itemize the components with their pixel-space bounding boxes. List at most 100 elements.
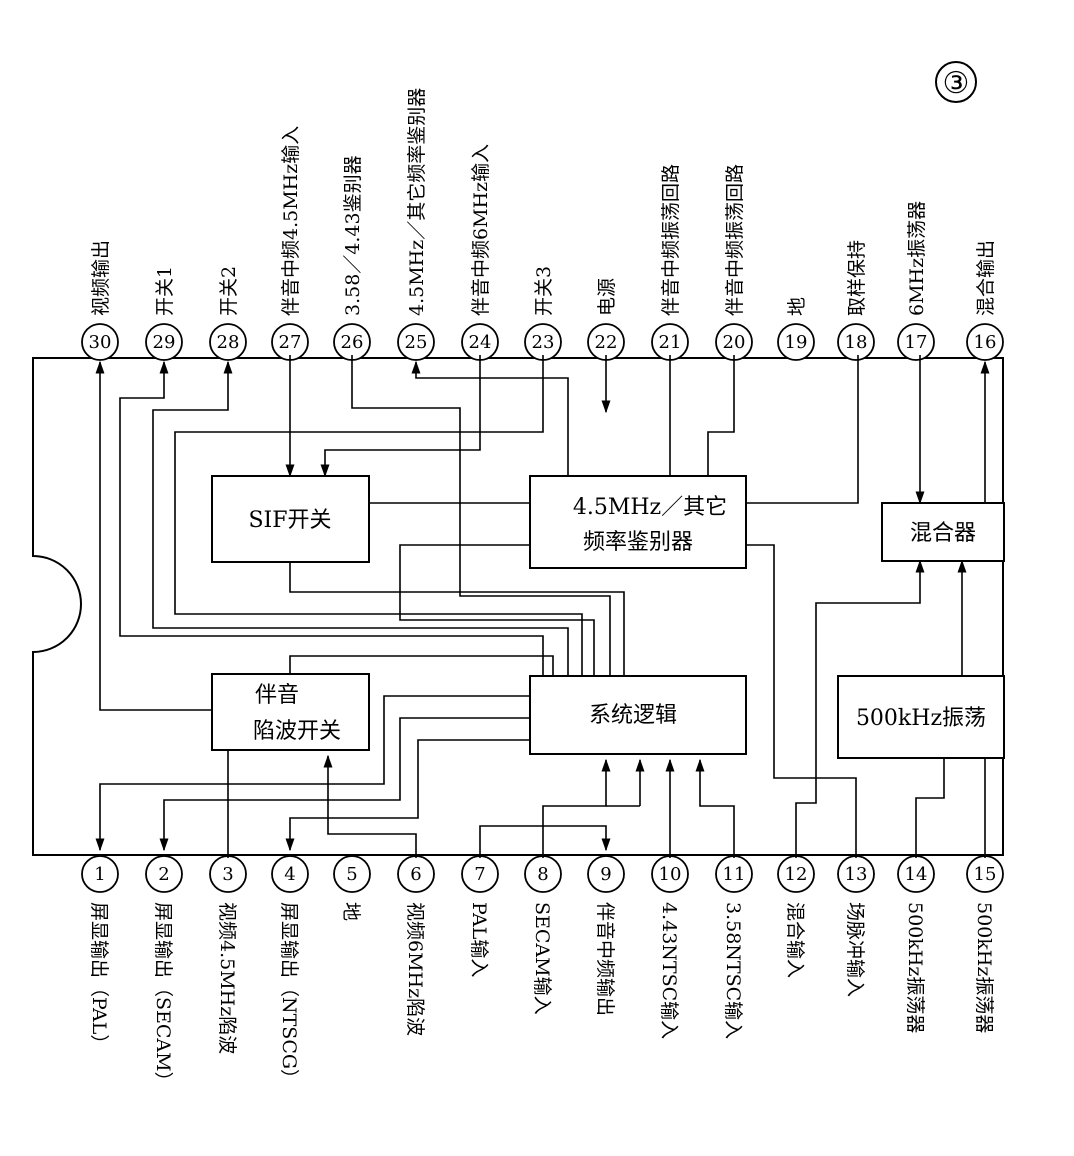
- pin-circle: [966, 323, 1004, 361]
- pin-label: 地: [786, 297, 808, 316]
- pin-label: SECAM输入: [531, 902, 553, 1015]
- pin-label: 伴音中频振荡回路: [660, 164, 682, 316]
- pin-circle: [837, 323, 875, 361]
- pin-label: 开关3: [533, 266, 555, 316]
- pin-12: 12 混合输入: [777, 855, 815, 978]
- pin-circle: [81, 323, 119, 361]
- pin-label: 伴音中频4.5MHz输入: [280, 126, 302, 316]
- pin-27: 27 伴音中频4.5MHz输入: [271, 126, 309, 361]
- pin-number: 25: [405, 332, 428, 353]
- pin-label: 取样保持: [846, 240, 868, 316]
- pin-number: 11: [723, 864, 746, 885]
- pin-circle: [897, 323, 935, 361]
- pin-label: 屏显输出（NTSCG）: [278, 902, 300, 1088]
- pin-label: 3.58／4.43鉴别器: [342, 155, 364, 316]
- discriminator-label-line1: 4.5MHz／其它: [573, 495, 727, 520]
- pin-number: 30: [89, 332, 112, 353]
- pin-circle: [209, 323, 247, 361]
- pin-number: 6: [410, 864, 421, 885]
- pin-label: 地: [340, 902, 362, 921]
- pin-24: 24 伴音中频6MHz输入: [461, 144, 499, 361]
- pin-number: 12: [785, 864, 808, 885]
- pin-number: 24: [469, 332, 492, 353]
- pin-19: 19 地: [777, 297, 815, 361]
- ic-package-outline: [32, 357, 1004, 856]
- pin-number: 21: [659, 332, 682, 353]
- pin-number: 16: [974, 332, 997, 353]
- pin-number: 10: [659, 864, 682, 885]
- pin-3: 3 视频4.5MHz陷波: [209, 855, 247, 1054]
- trap-switch-label-line1: 伴音: [255, 683, 299, 708]
- pin-number: 23: [532, 332, 555, 353]
- pin-number: 20: [723, 332, 746, 353]
- pin-6: 6 视频6MHz陷波: [397, 855, 435, 1036]
- pin-number: 9: [600, 864, 611, 885]
- pin-number: 28: [217, 332, 240, 353]
- pin-20: 20 伴音中频振荡回路: [715, 164, 753, 361]
- pin-label: 开关1: [154, 266, 176, 316]
- pin-label: 500kHz振荡器: [904, 902, 926, 1033]
- pin-10: 10 4.43NTSC输入: [651, 855, 689, 1039]
- pin-circle: [777, 323, 815, 361]
- pin-label: 500kHz振荡器: [973, 902, 995, 1033]
- pin-circle: [397, 323, 435, 361]
- pin-11: 11 3.58NTSC输入: [715, 855, 753, 1039]
- pin-16: 16 混合输出: [966, 240, 1004, 361]
- pin-26: 26 3.58／4.43鉴别器: [333, 155, 371, 361]
- frequency-discriminator-block: 4.5MHz／其它 频率鉴别器: [529, 475, 747, 569]
- pin-label: 视频6MHz陷波: [404, 902, 426, 1036]
- pin-number: 3: [222, 864, 233, 885]
- pin-number: 4: [284, 864, 295, 885]
- pin-label: 视频输出: [90, 240, 112, 316]
- pin-circle: [145, 855, 183, 893]
- pin-4: 4 屏显输出（NTSCG）: [271, 855, 309, 1088]
- pin-25: 254.5MHz／其它频率鉴别器: [397, 88, 435, 361]
- pin-circle: [81, 855, 119, 893]
- pin-label: 伴音中频6MHz输入: [470, 144, 492, 316]
- mixer-label: 混合器: [910, 521, 976, 546]
- pin-number: 22: [595, 332, 618, 353]
- trap-switch-label-line2: 陷波开关: [253, 719, 341, 744]
- pin-30: 30 视频输出: [81, 240, 119, 361]
- pin-label: 伴音中频振荡回路: [724, 164, 746, 316]
- oscillator-500k-label: 500kHz振荡: [856, 706, 986, 731]
- pin-label: 混合输入: [784, 902, 806, 978]
- pin-number: 17: [905, 332, 928, 353]
- pin-number: 26: [341, 332, 364, 353]
- pin-label: 开关2: [218, 266, 240, 316]
- pin-number: 7: [474, 864, 485, 885]
- pin-14: 14 500kHz振荡器: [897, 855, 935, 1033]
- oscillator-500k-block: 500kHz振荡: [837, 675, 1005, 759]
- pin-number: 8: [537, 864, 548, 885]
- pin-label: 视频4.5MHz陷波: [216, 902, 238, 1054]
- pin-number: 13: [845, 864, 868, 885]
- pin-number: 14: [905, 864, 928, 885]
- pin-label: 3.58NTSC输入: [722, 902, 744, 1039]
- pin-21: 21 伴音中频振荡回路: [651, 164, 689, 361]
- pin-label: 4.43NTSC输入: [658, 902, 680, 1039]
- pin-label: 屏显输出（SECAM）: [152, 902, 174, 1091]
- pins: 30视频输出29开关128开关227伴音中频4.5MHz输入263.58／4.4…: [81, 88, 1004, 1091]
- pin-circle: [271, 855, 309, 893]
- pin-number: 15: [974, 864, 997, 885]
- pin-label: 混合输出: [975, 240, 997, 316]
- pin-label: 屏显输出（PAL）: [88, 902, 110, 1053]
- sif-switch-block: SIF开关: [211, 475, 370, 563]
- pin-circle: [145, 323, 183, 361]
- pin-number: 27: [279, 332, 302, 353]
- pin-number: 19: [785, 332, 808, 353]
- sound-trap-switch-block: 伴音 陷波开关: [211, 673, 370, 751]
- system-logic-label: 系统逻辑: [589, 703, 677, 728]
- pin-23: 23 开关3: [524, 266, 562, 361]
- figure-number-text: ③: [943, 66, 970, 101]
